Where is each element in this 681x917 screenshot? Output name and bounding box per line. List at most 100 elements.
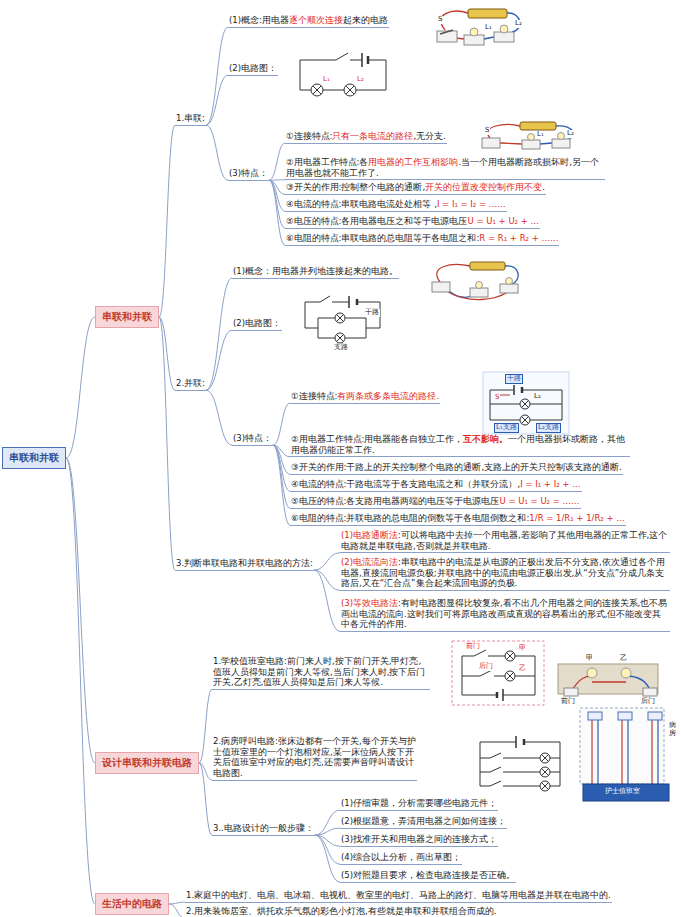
branch-item: ⑥电阻的特点:并联电路的总电阻的倒数等于各电阻倒数之和:1/R = 1/R₁ +… — [290, 513, 626, 526]
branch-connector — [269, 180, 285, 228]
node-text: (4)综合以上分析，画出草图； — [341, 852, 461, 863]
component-label: 乙 — [518, 665, 527, 673]
branch-connector — [206, 330, 232, 390]
node-text: (2)电流流向法:串联电路中的电流是从电源的正极出发后不分支路,依次通过各个用电… — [341, 557, 669, 589]
branch-item: 1.串联: — [175, 113, 206, 126]
branch-item: (1)概念:用电器逐个顺次连接起来的电路 — [228, 15, 389, 28]
branch-connector — [314, 570, 340, 631]
branch-item: (3)找准开关和用电器之间的连接方式； — [340, 834, 498, 847]
node-text: 设计串联和并联电路 — [102, 757, 192, 769]
component-label: 甲 — [518, 645, 527, 653]
branch-connector — [269, 180, 285, 245]
node-text: (1)仔细审题，分析需要哪些电路元件； — [341, 798, 497, 809]
branch-item: 2.用来装饰居室、烘托欢乐气氛的彩色小灯泡,有些就是串联和并联组合而成的. — [185, 906, 498, 917]
branch-item: ⑥电阻的特点:串联电路的总电阻等于各电阻之和:R = R₁ + R₂ + …… — [285, 233, 559, 246]
component-label: 干路 — [364, 309, 380, 317]
node-text: ③开关的作用:干路上的开关控制整个电路的通断,支路上的开关只控制该支路的通断. — [291, 462, 622, 473]
branch-item: ①连接特点:有两条或多条电流的路径. — [290, 391, 440, 404]
branch-item: ⑤电压的特点:各支路用电器两端的电压等于电源电压U = U₁ = U₂ = …… — [290, 496, 581, 509]
branch-connector — [273, 403, 290, 445]
branch-item: 1.家庭中的电灯、电扇、电冰箱、电视机、教室里的电灯、马路上的路灯、电脑等用电器… — [185, 890, 612, 903]
component-label: L₂支路 — [536, 423, 561, 433]
branch-item: ①连接特点:只有一条电流的路径,无分支. — [285, 131, 447, 144]
node-text: 串联和并联 — [9, 452, 59, 464]
component-label: S — [437, 16, 443, 24]
node-text: 1.串联: — [176, 113, 205, 124]
component-label: 前门 — [465, 643, 481, 651]
branch-item: (1)电路通断法:可以将电路中去掉一个用电器,若影响了其他用电器的正常工作,这个… — [340, 530, 670, 553]
branch-connector — [206, 27, 228, 125]
node-text: ①连接特点:只有一条电流的路径,无分支. — [286, 131, 446, 142]
node-text: 2.并联: — [176, 378, 205, 389]
component-label: 甲 — [585, 655, 594, 663]
branch-item: ②用电器工作特点:各用电器的工作互相影响.当一个用电器断路或损坏时,另一个用电器… — [285, 157, 605, 180]
branch-item: (4)综合以上分析，画出草图； — [340, 852, 462, 865]
branch-item: 3..电路设计的一般步骤： — [212, 823, 315, 836]
component-label: L₁ — [484, 24, 493, 32]
branch-connector — [206, 390, 232, 445]
branch-connector — [206, 125, 228, 180]
branch-item: 1.学校值班室电路:前门来人时,按下前门开关,甲灯亮,值班人员得知是前门来人等候… — [212, 656, 430, 690]
component-label: 前门 — [560, 698, 576, 706]
branch-item: (2)电路图： — [232, 318, 282, 331]
node-text: 串联和并联 — [102, 311, 152, 323]
branch-connector — [269, 143, 285, 180]
node-text: (3)特点： — [233, 433, 272, 444]
component-label: L₁ — [536, 131, 545, 139]
branch-item: ④电流的特点:串联电路电流处处相等 ,I = I₁ = I₂ = …… — [285, 199, 507, 212]
branch-connector — [199, 689, 212, 763]
branch-item: ②用电器工作特点:用电器能各自独立工作，互不影响。一个用电器损坏或断路，其他用电… — [290, 434, 630, 457]
branch-box: 串联和并联 — [95, 306, 159, 328]
component-label: L₁支路 — [494, 423, 519, 433]
branch-item: 2.并联: — [175, 378, 206, 391]
node-text: (2)根据题意，弄清用电器之间如何连接； — [341, 816, 506, 827]
branch-box: 生活中的电路 — [95, 893, 169, 915]
branch-item: ⑤电压的特点:各用电器电压之和等于电源电压U = U₁ + U₂ + … — [285, 216, 540, 229]
branch-box: 设计串联和并联电路 — [95, 752, 199, 774]
node-text: ④电流的特点:串联电路电流处处相等 ,I = I₁ = I₂ = …… — [286, 199, 506, 210]
branch-connector — [314, 570, 340, 590]
component-label: S — [484, 127, 490, 135]
node-text: ⑥电阻的特点:并联电路的总电阻的倒数等于各电阻倒数之和:1/R = 1/R₁ +… — [291, 513, 625, 524]
node-text: (1)概念:用电器逐个顺次连接起来的电路 — [229, 15, 388, 26]
branch-connector — [206, 278, 232, 390]
branch-connector — [273, 445, 290, 508]
branch-connector — [315, 828, 340, 835]
node-text: (2)电路图： — [229, 63, 277, 74]
node-text: 2.病房呼叫电路:张床边都有一个开关,每个开关与护士值班室里的一个灯泡相对应,某… — [213, 736, 416, 779]
branch-connector — [206, 75, 228, 125]
component-label: 后门 — [640, 698, 656, 706]
branch-item: (3)特点： — [232, 433, 273, 446]
component-label: L₂ — [514, 20, 523, 28]
component-label: L₂ — [356, 76, 365, 84]
node-text: ②用电器工作特点:用电器能各自独立工作，互不影响。一个用电器损坏或断路，其他用电… — [291, 434, 629, 455]
branch-connector — [66, 458, 95, 763]
node-text: (3)等效电路法:有时电路图显得比较复杂,看不出几个用电器之间的连接关系,也不易… — [341, 598, 669, 630]
node-text: (3)特点： — [229, 168, 268, 179]
branch-connector — [159, 125, 175, 317]
branch-connector — [273, 445, 290, 525]
branch-item: ③开关的作用:控制整个电路的通断,开关的位置改变控制作用不变. — [285, 182, 546, 195]
branch-connector — [66, 317, 95, 458]
node-text: (3)找准开关和用电器之间的连接方式； — [341, 834, 497, 845]
topic-box: 串联和并联 — [2, 447, 66, 469]
node-text: 2.用来装饰居室、烘托欢乐气氛的彩色小灯泡,有些就是串联和并联组合而成的. — [186, 906, 497, 917]
node-text: (1)概念：用电器并列地连接起来的电路。 — [233, 266, 398, 277]
node-text: ⑤电压的特点:各用电器电压之和等于电源电压U = U₁ + U₂ + … — [286, 216, 539, 227]
branch-item: (5)对照题目要求，检查电路连接是否正确。 — [340, 870, 516, 883]
branch-item: (2)电路图： — [228, 63, 278, 76]
branch-item: (3)特点： — [228, 168, 269, 181]
branch-connector — [315, 835, 340, 882]
node-text: (5)对照题目要求，检查电路连接是否正确。 — [341, 870, 515, 881]
node-text: 3..电路设计的一般步骤： — [213, 823, 314, 834]
branch-item: 2.病房呼叫电路:张床边都有一个开关,每个开关与护士值班室里的一个灯泡相对应,某… — [212, 736, 417, 781]
node-text: ⑤电压的特点:各支路用电器两端的电压等于电源电压U = U₁ = U₂ = …… — [291, 496, 580, 507]
branch-connector — [199, 763, 212, 835]
node-text: 生活中的电路 — [102, 898, 162, 910]
node-text: ①连接特点:有两条或多条电流的路径. — [291, 391, 439, 402]
node-text: 1.家庭中的电灯、电扇、电冰箱、电视机、教室里的电灯、马路上的路灯、电脑等用电器… — [186, 890, 611, 901]
node-text: 3.判断串联电路和并联电路的方法: — [176, 558, 313, 569]
branch-item: ③开关的作用:干路上的开关控制整个电路的通断,支路上的开关只控制该支路的通断. — [290, 462, 623, 475]
component-label: L₁ — [322, 76, 331, 84]
branch-item: (1)概念：用电器并列地连接起来的电路。 — [232, 266, 399, 279]
